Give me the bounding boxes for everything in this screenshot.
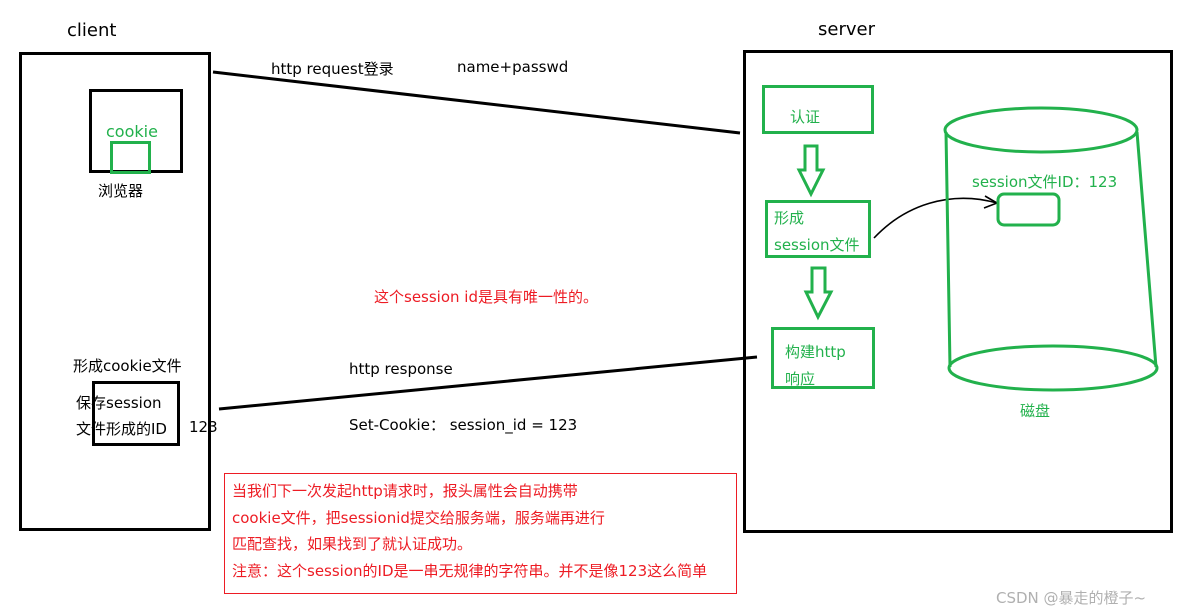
unique-note: 这个session id是具有唯一性的。 — [374, 288, 598, 306]
set-cookie-label: Set-Cookie： session_id = 123 — [349, 416, 578, 434]
response-line — [218, 355, 758, 411]
form-cookie-file-label: 形成cookie文件 — [73, 357, 182, 375]
server-title: server — [818, 19, 875, 40]
down-arrow-1 — [796, 144, 826, 198]
watermark: CSDN @暴走的橙子~ — [996, 589, 1147, 607]
form-session-line2: session文件 — [774, 236, 860, 254]
save-session-label: 保存session — [76, 394, 162, 412]
disk-bottom — [947, 344, 1159, 392]
client-title: client — [67, 20, 117, 41]
build-response-box — [771, 327, 875, 389]
cookie-file-box — [92, 381, 180, 446]
build-response-line1: 构建http — [785, 343, 846, 361]
note-box — [224, 473, 737, 594]
cookie-box — [110, 141, 151, 174]
note-line-3: 匹配查找，如果找到了就认证成功。 — [232, 535, 473, 553]
cookie-label: cookie — [106, 122, 158, 141]
disk-top — [943, 106, 1139, 154]
client-box — [19, 52, 211, 531]
build-response-line2: 响应 — [785, 370, 816, 388]
session-id-box — [996, 192, 1061, 227]
session-file-id-label: session文件ID：123 — [972, 173, 1118, 191]
disk-body — [944, 131, 1158, 368]
request-label: http request登录 — [271, 60, 394, 78]
session-id-label: 文件形成的ID — [76, 420, 167, 438]
note-line-4: 注意：这个session的ID是一串无规律的字符串。并不是像123这么简单 — [232, 562, 708, 580]
note-line-2: cookie文件，把sessionid提交给服务端，服务端再进行 — [232, 509, 605, 527]
auth-label: 认证 — [790, 108, 821, 126]
browser-label: 浏览器 — [98, 182, 144, 200]
note-line-1: 当我们下一次发起http请求时，报头属性会自动携带 — [232, 482, 578, 500]
request-line — [212, 70, 741, 135]
form-session-box — [765, 200, 871, 258]
response-label: http response — [349, 360, 453, 378]
down-arrow-2 — [803, 266, 834, 321]
auth-box — [762, 85, 874, 134]
form-session-line1: 形成 — [774, 209, 805, 227]
disk-label: 磁盘 — [1020, 402, 1051, 420]
curve-arrow — [873, 197, 998, 239]
server-box — [743, 50, 1173, 533]
request-params: name+passwd — [457, 58, 569, 76]
session-id-value: 123 — [189, 418, 218, 436]
